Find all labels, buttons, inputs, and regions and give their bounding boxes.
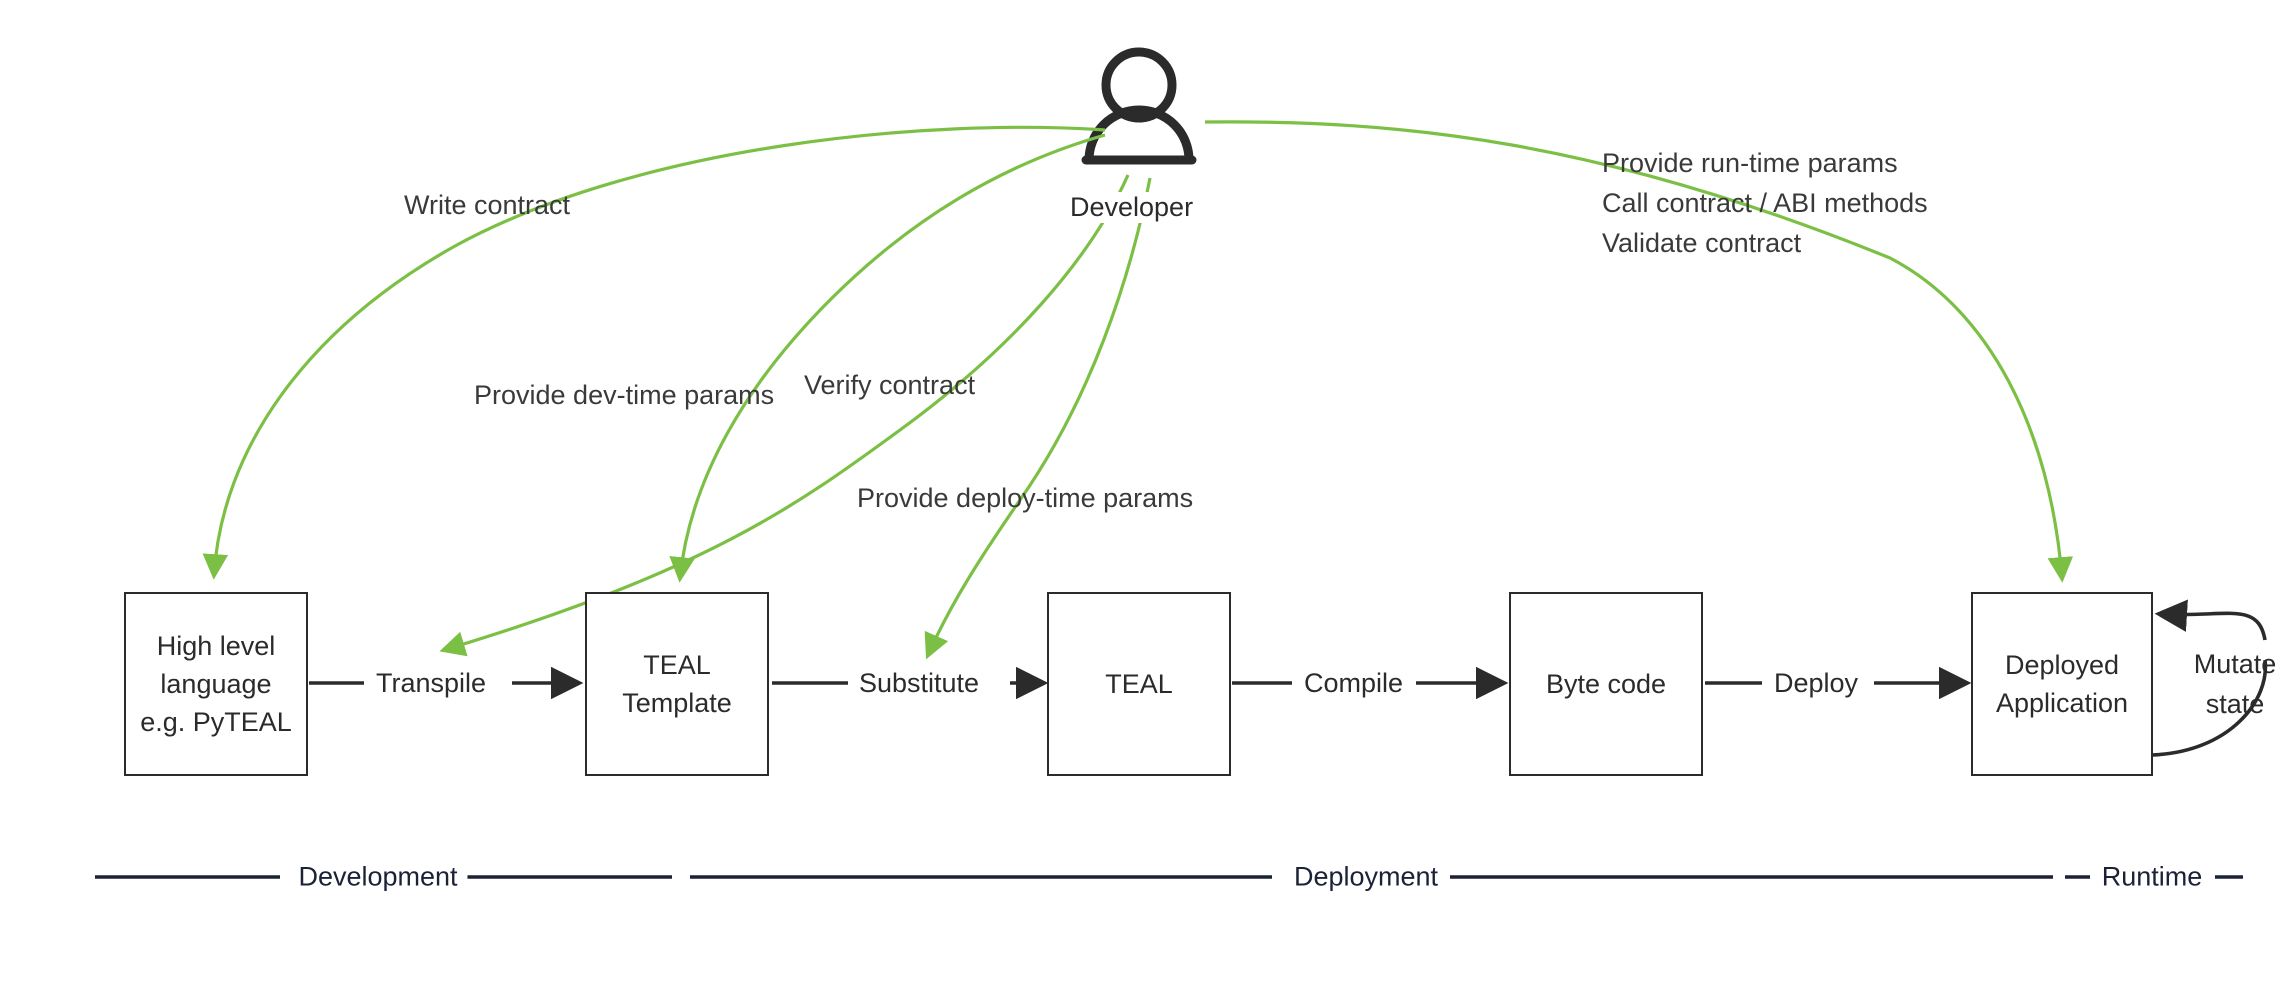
curve-verify-contract bbox=[669, 133, 1106, 583]
edge-label-substitute: Substitute bbox=[855, 668, 984, 699]
curve-write-contract bbox=[202, 125, 1106, 580]
mutate-state-label: Mutate state bbox=[2193, 649, 2277, 719]
curve-provide-dev-time-params bbox=[439, 174, 1130, 657]
node-deployed-application-label: Deployed Application bbox=[1995, 650, 2129, 718]
node-deployed-application[interactable]: Deployed Application bbox=[1971, 592, 2153, 776]
edge-label-compile: Compile bbox=[1300, 668, 1408, 699]
label-provide-deploy-time-params: Provide deploy-time params bbox=[857, 483, 1194, 513]
label-write-contract: Write contract bbox=[404, 190, 571, 220]
node-high-level-language-label: High level language e.g. PyTEAL bbox=[140, 631, 292, 737]
phase-label-development: Development bbox=[288, 861, 468, 893]
phase-label-runtime: Runtime bbox=[2091, 861, 2213, 893]
label-runtime-actions: Provide run-time params Call contract / … bbox=[1602, 148, 1928, 258]
curve-provide-deploy-time-params bbox=[924, 177, 1152, 660]
curve-runtime-actions bbox=[1204, 120, 2074, 583]
label-provide-dev-time-params: Provide dev-time params bbox=[474, 380, 775, 410]
developer-actor-label: Developer bbox=[1068, 192, 1196, 223]
node-teal[interactable]: TEAL bbox=[1047, 592, 1231, 776]
node-teal-label: TEAL bbox=[1105, 669, 1173, 699]
developer-action-curves bbox=[202, 120, 2074, 660]
node-byte-code[interactable]: Byte code bbox=[1509, 592, 1703, 776]
label-verify-contract: Verify contract bbox=[804, 370, 976, 400]
edge-label-deploy: Deploy bbox=[1770, 668, 1863, 699]
mutate-state-loop bbox=[2151, 599, 2268, 757]
node-byte-code-label: Byte code bbox=[1545, 669, 1667, 699]
node-high-level-language[interactable]: High level language e.g. PyTEAL bbox=[124, 592, 308, 776]
person-icon bbox=[1081, 47, 1197, 165]
node-teal-template-label: TEAL Template bbox=[622, 650, 732, 718]
edge-label-transpile: Transpile bbox=[372, 668, 491, 699]
phase-label-deployment: Deployment bbox=[1283, 861, 1449, 893]
node-teal-template[interactable]: TEAL Template bbox=[585, 592, 769, 776]
